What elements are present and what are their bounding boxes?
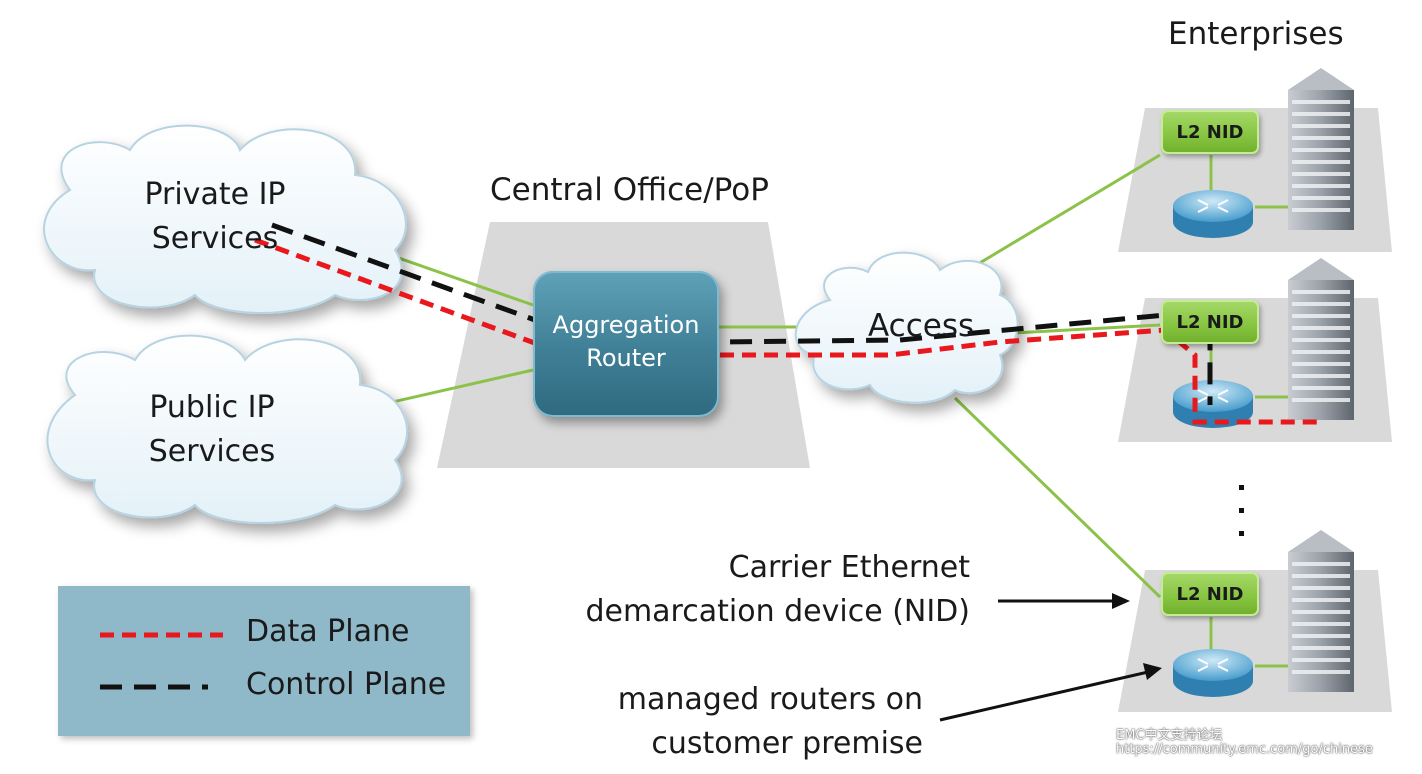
carrier-ethernet-line-2: demarcation device (NID) <box>585 594 970 629</box>
arrow-to-nid <box>998 593 1130 609</box>
l2-nid-1: L2 NID <box>1161 110 1259 154</box>
legend-control-plane-label: Control Plane <box>246 667 447 702</box>
carrier-ethernet-line-1: Carrier Ethernet <box>728 550 970 585</box>
access-label: Access <box>868 308 975 344</box>
enterprise-building-3 <box>1288 530 1354 692</box>
access-cloud <box>794 251 1019 404</box>
private-ip-cloud <box>43 124 407 314</box>
public-ip-line-2: Services <box>148 434 276 469</box>
watermark-line-2: https://community.emc.com/go/chinese <box>1116 742 1373 757</box>
aggregation-router-label-1: Aggregation <box>552 311 700 339</box>
more-enterprises-dots <box>1239 485 1244 536</box>
central-office-label: Central Office/PoP <box>490 172 769 208</box>
managed-routers-label: managed routers on customer premise <box>580 678 923 766</box>
l2-nid-2: L2 NID <box>1161 300 1259 344</box>
watermark-line-1: EMC中文支持论坛 <box>1116 728 1223 743</box>
enterprises-label: Enterprises <box>1168 16 1344 52</box>
network-links <box>374 153 1290 668</box>
l2-nid-3: L2 NID <box>1161 572 1259 616</box>
aggregation-router-label-2: Router <box>586 344 666 372</box>
carrier-ethernet-label: Carrier Ethernet demarcation device (NID… <box>560 546 970 634</box>
private-ip-label: Private IP Services <box>120 173 310 261</box>
private-ip-line-1: Private IP <box>144 177 286 212</box>
enterprise-building-2 <box>1288 258 1354 420</box>
customer-router-icon-1 <box>1173 190 1253 238</box>
enterprise-building-1 <box>1288 68 1354 230</box>
managed-routers-line-2: customer premise <box>651 726 923 761</box>
public-ip-cloud <box>46 334 409 524</box>
public-ip-line-1: Public IP <box>149 390 275 425</box>
arrow-to-router <box>939 663 1162 722</box>
public-ip-label: Public IP Services <box>117 386 307 474</box>
private-ip-line-2: Services <box>151 221 279 256</box>
aggregation-router: Aggregation Router <box>533 271 719 417</box>
legend-data-plane-label: Data Plane <box>246 614 410 649</box>
customer-router-icon-3 <box>1173 649 1253 697</box>
legend-swatches <box>100 632 223 690</box>
managed-routers-line-1: managed routers on <box>617 682 923 717</box>
legend: Data Plane Control Plane <box>58 586 470 736</box>
